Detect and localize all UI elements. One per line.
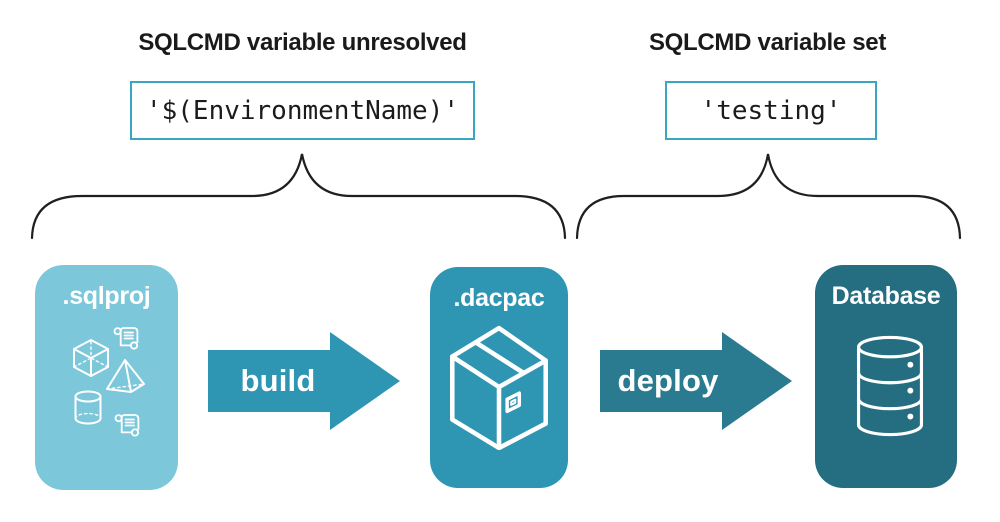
sqlproj-label: .sqlproj xyxy=(62,282,151,310)
build-arrow-label: build xyxy=(240,363,316,398)
dacpac-label: .dacpac xyxy=(453,284,545,312)
database-background xyxy=(815,265,957,488)
sqlproj-background xyxy=(35,265,178,490)
code-value-set: 'testing' xyxy=(700,95,842,126)
brace-group xyxy=(30,153,962,240)
deploy-arrow xyxy=(600,332,792,430)
code-box-set: 'testing' xyxy=(665,81,877,140)
left-brace-icon xyxy=(30,153,567,240)
stage-sqlproj: .sqlproj xyxy=(35,265,178,490)
stage-dacpac: .dacpac xyxy=(430,267,568,488)
heading-unresolved: SQLCMD variable unresolved xyxy=(138,29,467,56)
deploy-arrow-label: deploy xyxy=(617,363,719,398)
database-label: Database xyxy=(831,282,941,310)
cylinder-icon xyxy=(74,390,102,425)
pyramid-icon xyxy=(106,359,145,393)
cube-icon xyxy=(73,339,109,377)
script-scroll-icon xyxy=(113,327,139,350)
heading-set: SQLCMD variable set xyxy=(648,29,887,56)
database-cylinder-icon xyxy=(856,335,924,437)
build-arrow xyxy=(208,332,400,430)
right-brace-icon xyxy=(575,153,962,240)
sqlproj-icons xyxy=(73,327,145,437)
dacpac-background xyxy=(430,267,568,488)
code-value-unresolved: '$(EnvironmentName)' xyxy=(145,95,460,126)
package-box-icon xyxy=(449,325,549,450)
code-box-unresolved: '$(EnvironmentName)' xyxy=(130,81,475,140)
stage-database: Database xyxy=(815,265,957,488)
script-scroll-icon xyxy=(114,414,140,437)
